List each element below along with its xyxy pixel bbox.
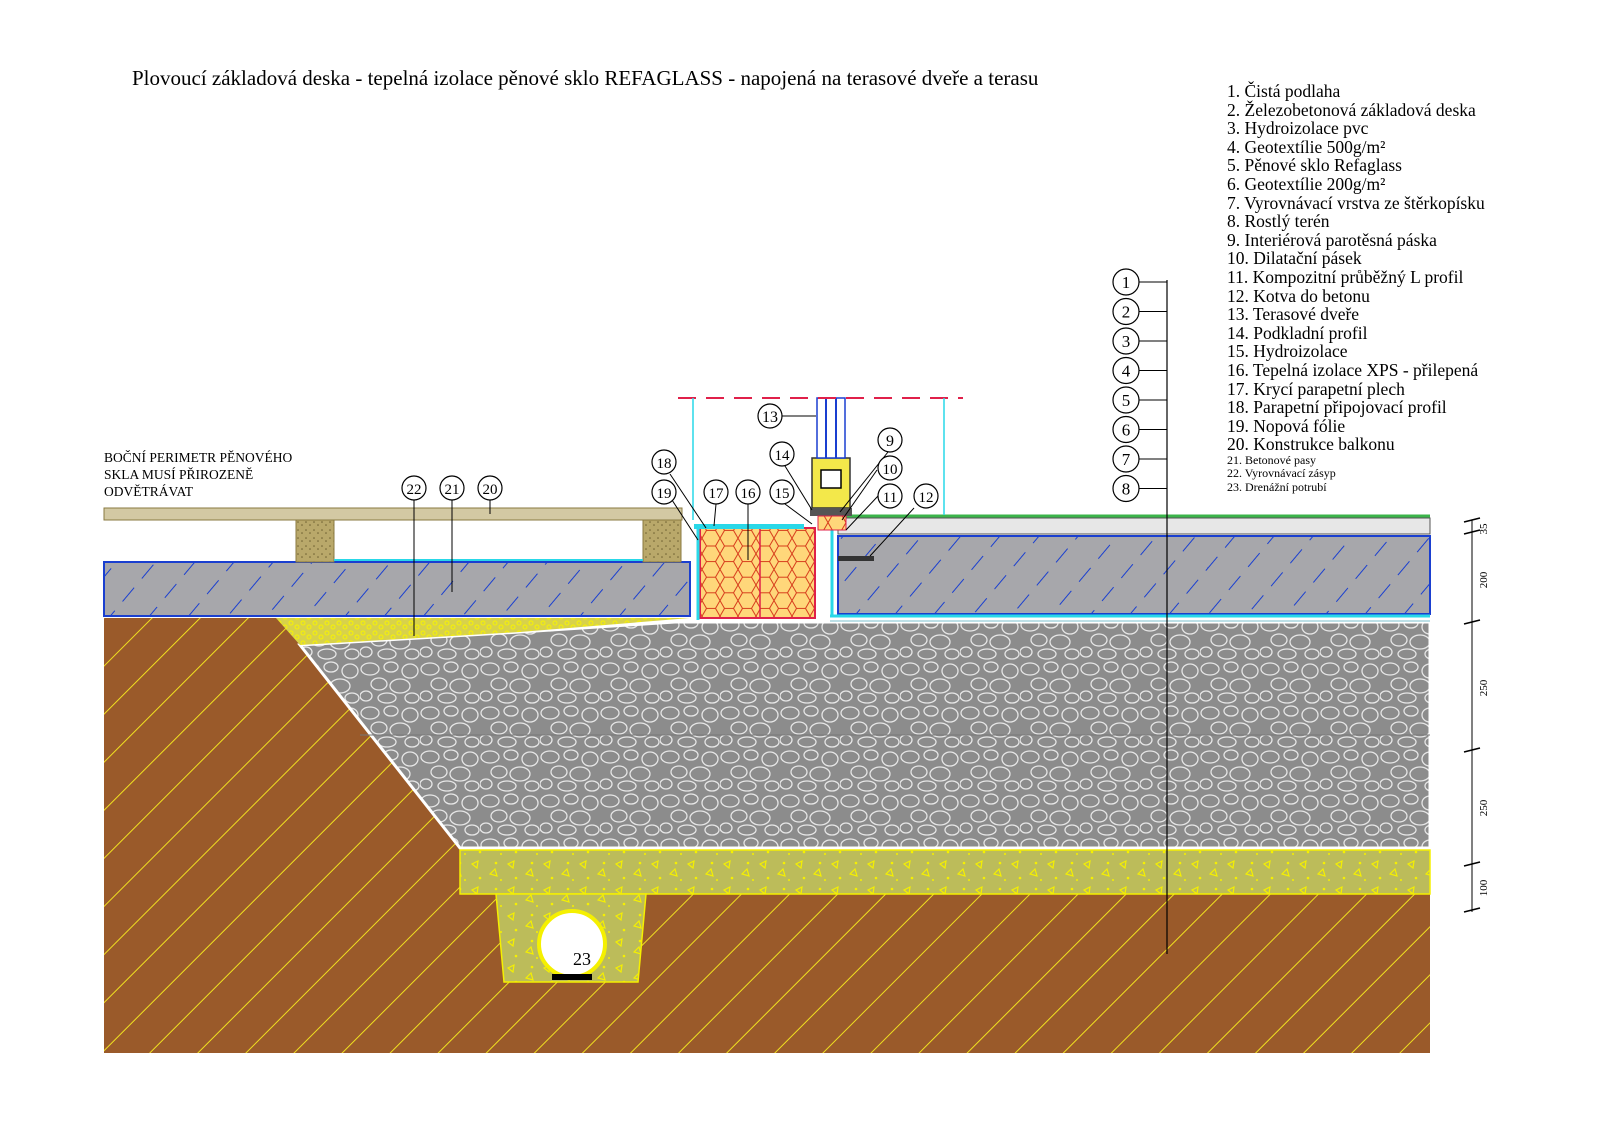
legend-item: 17. Krycí parapetní plech: [1227, 378, 1405, 399]
legend-item: 7. Vyrovnávací vrstva ze štěrkopísku: [1227, 192, 1485, 213]
legend-item: 6. Geotextílie 200g/m²: [1227, 173, 1386, 194]
dimension-label: 100: [1478, 879, 1490, 896]
callout-4: 4: [1112, 356, 1167, 385]
dimension-label: 35: [1478, 523, 1490, 535]
callout-label: 5: [1122, 391, 1131, 410]
callout-label: 4: [1122, 362, 1131, 381]
legend-item: 8. Rostlý terén: [1227, 211, 1330, 232]
side-note: BOČNÍ PERIMETR PĚNOVÉHO SKLA MUSÍ PŘIROZ…: [104, 449, 292, 500]
side-note-line: BOČNÍ PERIMETR PĚNOVÉHO: [104, 450, 293, 465]
callout-label: 3: [1122, 332, 1131, 351]
dimension-label: 250: [1478, 679, 1490, 696]
base-profile: [810, 508, 852, 516]
door-glazing: [816, 397, 846, 459]
callout-label: 18: [657, 456, 672, 472]
drain-fill-layer: [459, 849, 1431, 895]
legend-item: 4. Geotextílie 500g/m²: [1227, 136, 1386, 157]
legend-item: 5. Pěnové sklo Refaglass: [1227, 155, 1402, 176]
callout-23-label: 23: [573, 949, 591, 969]
callout-label: 14: [775, 448, 791, 464]
legend-item: 11. Kompozitní průběžný L profil: [1227, 266, 1464, 287]
callout-1: 1: [1112, 268, 1167, 296]
concrete-strip: [295, 517, 335, 563]
callout-19: 19: [651, 479, 699, 541]
legend-item: 16. Tepelná izolace XPS - přilepená: [1227, 359, 1479, 380]
callout-label: 15: [775, 486, 790, 502]
legend-item: 13. Terasové dveře: [1227, 304, 1360, 325]
dimension-label: 200: [1478, 571, 1490, 588]
callout-5: 5: [1112, 386, 1167, 414]
callout-10: 10: [841, 455, 903, 521]
legend-item: 20. Konstrukce balkonu: [1227, 434, 1395, 455]
dimension-chain: 35 200 250 250 100: [1463, 517, 1490, 913]
callout-2: 2: [1112, 297, 1167, 326]
callout-label: 2: [1122, 303, 1131, 322]
foam-glass-perimeter: [699, 527, 816, 619]
legend-item: 14. Podkladní profil: [1227, 322, 1368, 343]
drain-pipe-base: [552, 974, 592, 980]
side-note-line: ODVĚTRÁVAT: [104, 484, 194, 499]
callout-label: 20: [483, 482, 498, 498]
callout-6: 6: [1112, 415, 1167, 444]
callout-16: 16: [735, 479, 761, 560]
callout-17: 17: [703, 479, 729, 527]
legend-item: 15. Hydroizolace: [1227, 341, 1348, 362]
legend-item: 12. Kotva do betonu: [1227, 285, 1370, 306]
legend-item: 1. Čistá podlaha: [1227, 81, 1341, 101]
drawing-title: Plovoucí základová deska - tepelná izola…: [132, 66, 1039, 90]
callout-13: 13: [757, 403, 816, 429]
expansion-tape: [817, 515, 847, 531]
callout-label: 6: [1122, 421, 1131, 440]
levelling-backfill: [276, 618, 690, 645]
callout-14: 14: [769, 441, 813, 511]
door-frame-inner: [820, 469, 842, 489]
side-note-line: SKLA MUSÍ PŘIROZENĚ: [104, 467, 254, 482]
foundation-slab: [837, 535, 1431, 615]
callout-stack: 1 2 3 4 5 6 7 8: [1112, 268, 1167, 503]
callout-label: 1: [1122, 273, 1131, 292]
floor-finish: [837, 517, 1431, 535]
callout-8: 8: [1112, 474, 1167, 503]
callout-15: 15: [769, 479, 813, 525]
callout-20: 20: [477, 475, 503, 514]
legend-item-small: 21. Betonové pasy: [1227, 452, 1316, 467]
dimension-label: 250: [1478, 799, 1490, 816]
legend-item: 18. Parapetní připojovací profil: [1227, 397, 1447, 418]
sill-flashing: [694, 524, 804, 529]
legend-item-small: 22. Vyrovnávací zásyp: [1227, 466, 1336, 481]
callout-12: 12: [869, 483, 939, 557]
concrete-strip: [642, 517, 682, 563]
legend-item-small: 23. Drenážní potrubí: [1227, 479, 1327, 494]
drain-pipe-icon: [537, 909, 607, 979]
native-soil: [104, 618, 1430, 1053]
callout-18: 18: [651, 449, 707, 529]
callout-label: 13: [762, 409, 778, 426]
legend-item: 10. Dilatační pásek: [1227, 248, 1362, 269]
callout-7: 7: [1112, 445, 1167, 473]
callout-label: 7: [1122, 450, 1131, 469]
callout-label: 10: [883, 462, 898, 478]
callout-label: 11: [883, 490, 897, 506]
callout-label: 21: [445, 482, 460, 498]
legend-item: 3. Hydroizolace pvc: [1227, 118, 1369, 139]
legend-item: 19. Nopová fólie: [1227, 415, 1346, 436]
callout-label: 8: [1122, 480, 1131, 499]
callout-3: 3: [1112, 327, 1167, 355]
balcony-slab: [103, 561, 691, 617]
callout-label: 9: [886, 433, 894, 450]
callout-11: 11: [845, 483, 903, 531]
callout-label: 17: [709, 486, 725, 502]
legend-item: 9. Interiérová parotěsná páska: [1227, 229, 1437, 250]
legend-item: 2. Železobetonová základová deska: [1227, 99, 1476, 120]
callout-21: 21: [439, 475, 465, 592]
balcony-deck: [103, 507, 683, 521]
callout-label: 16: [741, 486, 757, 502]
callout-label: 12: [919, 490, 934, 506]
callout-label: 19: [657, 486, 672, 502]
callout-label: 22: [407, 482, 422, 498]
callout-22: 22: [401, 475, 427, 636]
concrete-anchor: [838, 556, 874, 561]
